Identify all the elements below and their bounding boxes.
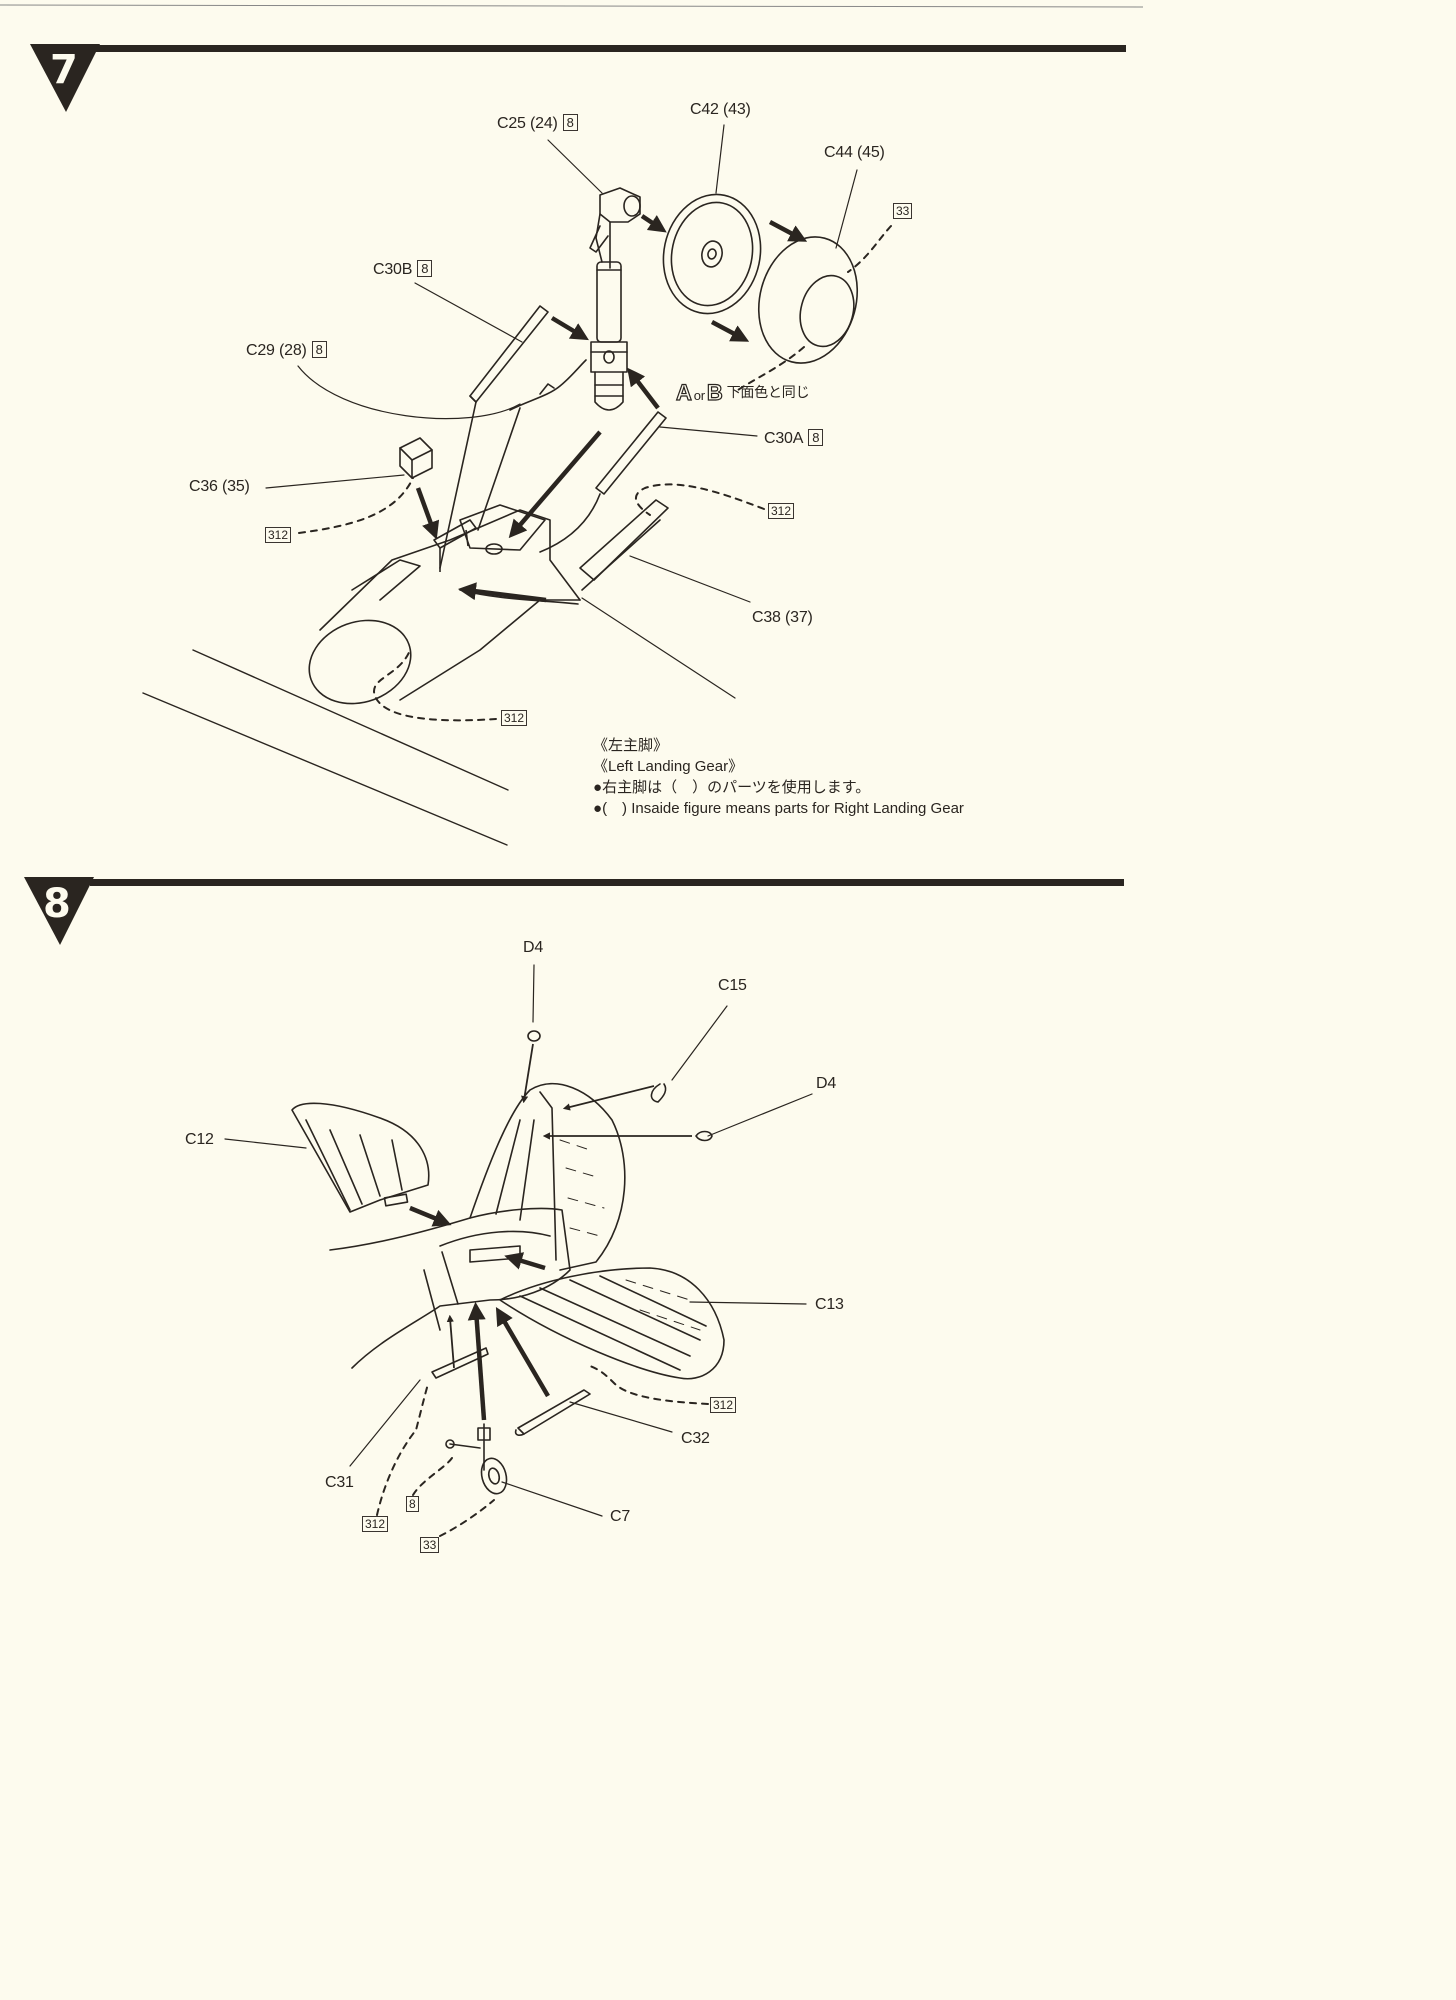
- label-c30b-ref-box: 8: [417, 260, 433, 277]
- step-7-dashed-leaders: [298, 225, 892, 722]
- part-c31: [431, 1347, 489, 1379]
- label-c44-ref-box: 33: [893, 203, 913, 219]
- label-c25-text: C25 (24): [497, 115, 558, 132]
- step-7-leader-lines: [265, 124, 858, 699]
- tire-c44: [757, 236, 859, 364]
- part-c32: [514, 1389, 591, 1436]
- wing-nacelle: [308, 499, 669, 705]
- label-c29: C29 (28)8: [246, 341, 327, 359]
- part-c15: [650, 1083, 667, 1103]
- color-a-badge: A: [675, 380, 692, 405]
- pin-d4-top: [527, 1030, 541, 1042]
- retraction-arm-c29: [509, 359, 587, 411]
- label-c29-ref-box: 8: [311, 341, 327, 358]
- label-c30a-ref-box: 8: [808, 429, 824, 446]
- label-c38: C38 (37): [752, 609, 813, 626]
- color-note-text: 下面色と同じ: [726, 384, 810, 400]
- step-8-thin-arrows: [446, 1043, 692, 1369]
- bullet-icon: ●: [593, 779, 603, 796]
- label-c31: C31: [325, 1474, 354, 1491]
- label-c42: C42 (43): [690, 101, 751, 118]
- label-c25: C25 (24)8: [497, 114, 578, 132]
- ref-33: 33: [420, 1537, 440, 1553]
- note-title-en: 《Left Landing Gear》: [593, 758, 744, 775]
- step-7-thin-arrows: [439, 529, 469, 572]
- note-title-jp: 《左主脚》: [593, 737, 669, 754]
- assembly-drawing: [0, 4, 1143, 1537]
- stabilizer-c12: [291, 1102, 430, 1213]
- fuselage-tail: [329, 1082, 626, 1369]
- wing-edge-lines: [142, 649, 509, 846]
- label-d4-right: D4: [816, 1075, 837, 1092]
- ref-312-left: 312: [265, 527, 292, 543]
- strut-c25: [589, 187, 641, 411]
- label-c44: C44 (45): [824, 144, 885, 161]
- label-c15: C15: [718, 977, 747, 994]
- part-c36: [399, 437, 433, 479]
- label-c36: C36 (35): [189, 478, 250, 495]
- step-8-banner: [24, 877, 1124, 945]
- wheel-hub-c42: [662, 193, 762, 315]
- color-b-badge: B: [706, 380, 723, 405]
- gear-door-c30b: [439, 305, 549, 569]
- note-bullet-jp-row: ●右主脚は（ ）のパーツを使用します。: [593, 777, 964, 798]
- label-c30a-text: C30A: [764, 430, 804, 447]
- step-7-number: 7: [50, 47, 78, 93]
- step-7-assembly-arrows: [415, 214, 808, 603]
- ref-312-right: 312: [768, 503, 795, 519]
- label-c7: C7: [610, 1508, 631, 1525]
- label-c30b-text: C30B: [373, 261, 413, 278]
- step-8-assembly-arrows: [409, 1205, 550, 1421]
- ref-312-bottom: 312: [501, 710, 528, 726]
- step-8-leader-lines: [224, 964, 813, 1517]
- scan-edge: [0, 4, 1143, 8]
- tail-wheel-c7: [445, 1423, 508, 1495]
- pin-d4-right: [695, 1130, 713, 1142]
- bullet-icon: ●: [593, 800, 603, 817]
- color-or-text: or: [693, 388, 705, 403]
- step-7-badge-triangle: [30, 44, 100, 112]
- step-8-number: 8: [43, 881, 71, 927]
- stabilizer-c13: [499, 1267, 725, 1380]
- note-bullet-en: ( ) Insaide figure means parts for Right…: [602, 800, 964, 817]
- ref-8: 8: [406, 1496, 419, 1512]
- label-c13: C13: [815, 1296, 844, 1313]
- note-bullet-jp: 右主脚は（ ）のパーツを使用します。: [602, 779, 871, 796]
- step-7-notes: 《左主脚》 《Left Landing Gear》 ●右主脚は（ ）のパーツを使…: [593, 735, 964, 819]
- note-bullet-en-row: ●( ) Insaide figure means parts for Righ…: [593, 798, 964, 819]
- label-d4-top: D4: [523, 939, 544, 956]
- ref-312-left-8: 312: [362, 1516, 389, 1532]
- step-7-banner: [30, 44, 1126, 112]
- label-c25-ref-box: 8: [562, 114, 578, 131]
- step-7-rule: [96, 45, 1126, 52]
- step-8-dashed-leaders: [376, 1365, 709, 1537]
- label-c32: C32: [681, 1430, 710, 1447]
- label-c29-text: C29 (28): [246, 342, 307, 359]
- step-8-badge-triangle: [24, 877, 94, 945]
- step-8-rule: [90, 879, 1124, 886]
- ref-312: 312: [710, 1397, 737, 1413]
- gear-door-c30a: [539, 411, 667, 553]
- label-c12: C12: [185, 1131, 214, 1148]
